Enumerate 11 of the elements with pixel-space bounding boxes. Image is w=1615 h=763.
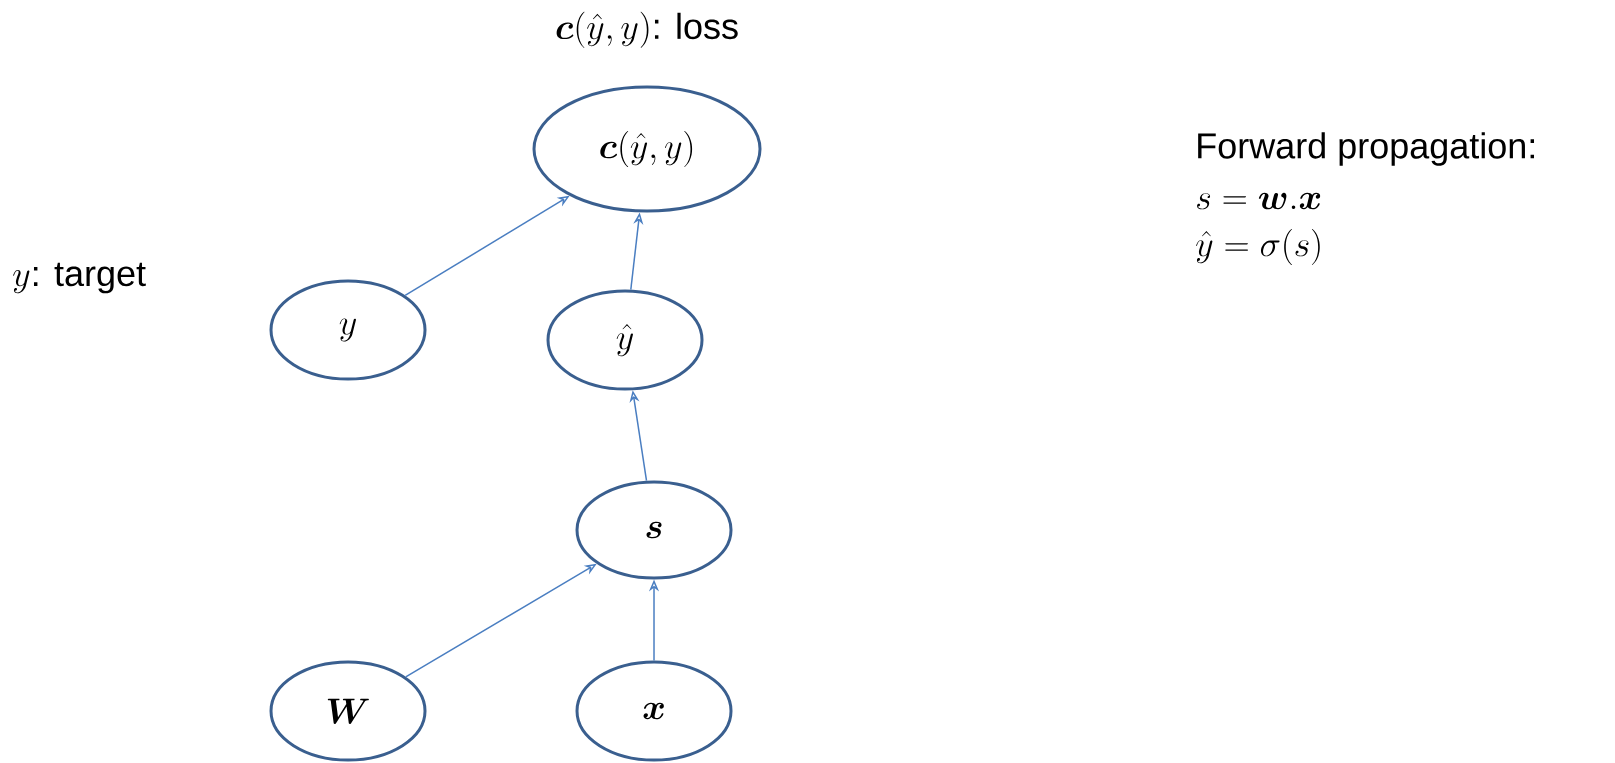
ellipse-node: $\boldsymbol{W}$ xyxy=(269,660,427,762)
ellipse-node: $\boldsymbol{c}(\hat{y},y)$ xyxy=(532,85,762,213)
equation: $\hat{y} = \sigma(s)$ xyxy=(1196,229,1320,265)
node-caption: $\boldsymbol{c}(\hat{y},y)\text{: loss}$ xyxy=(556,11,738,48)
ellipse-node: $\boldsymbol{x}$ xyxy=(575,660,733,762)
ellipse-node: $y$ xyxy=(269,279,427,381)
heading-text: Forward propagation: xyxy=(1198,132,1534,166)
annotation-text: $y\text{: target}$ xyxy=(13,262,146,294)
ellipse-node: $\hat{y}$ xyxy=(546,289,704,391)
ellipse-node: $\boldsymbol{s}$ xyxy=(575,480,733,580)
equation: $s = \boldsymbol{w}.\boldsymbol{x}$ xyxy=(1197,192,1321,210)
